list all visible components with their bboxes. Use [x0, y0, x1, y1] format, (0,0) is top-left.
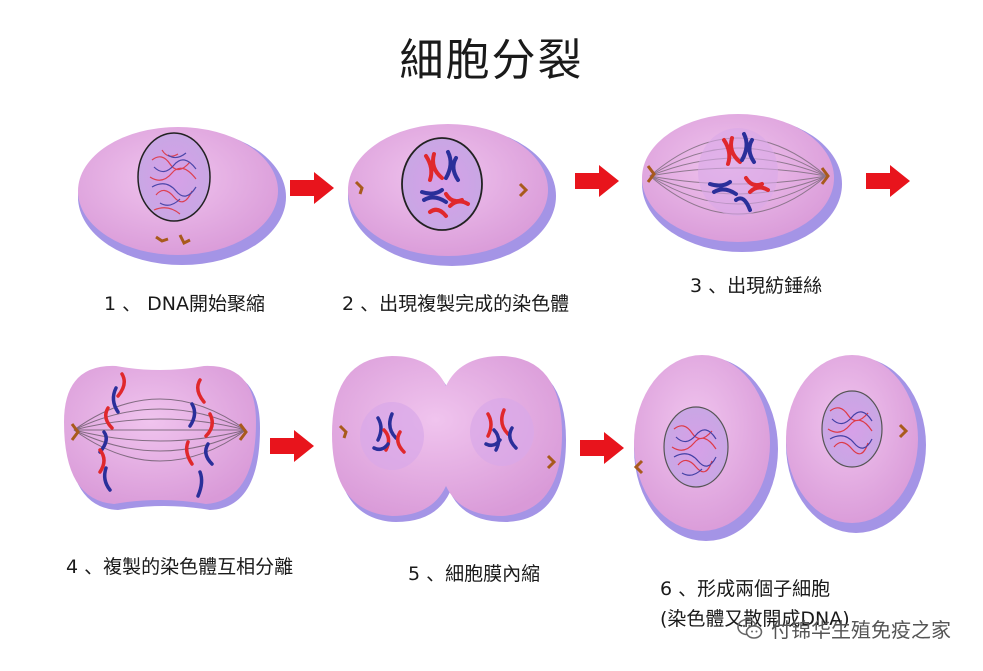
centriole-pair	[155, 234, 191, 246]
arrow-2-3	[575, 165, 619, 197]
arrow-1-2	[290, 172, 334, 204]
watermark-text: 付锦华生殖免疫之家	[771, 618, 951, 642]
centrioles	[338, 424, 557, 470]
chromatin-left	[671, 425, 717, 476]
chromatin-mesh	[149, 149, 197, 215]
chromosomes	[420, 150, 470, 218]
step-4-label: 4 、複製的染色體互相分離	[66, 556, 294, 578]
stage-2-diagram	[348, 124, 556, 266]
chromosomes-right	[484, 408, 518, 452]
stage-1-diagram	[78, 127, 286, 265]
step-6-label: 6 、形成兩個子細胞	[660, 578, 831, 600]
step-1-label: 1 、 DNA開始聚縮	[104, 293, 266, 315]
centrioles	[646, 165, 830, 185]
centrioles	[70, 423, 248, 441]
arrow-3-4	[866, 165, 910, 197]
step-2-label: 2 、出現複製完成的染色體	[342, 293, 570, 315]
watermark: 付锦华生殖免疫之家	[737, 614, 951, 643]
centrioles	[633, 423, 909, 475]
chromosomes-left	[372, 412, 406, 454]
page-title: 細胞分裂	[399, 35, 584, 86]
chromosomes	[708, 132, 770, 212]
stage-5-diagram	[332, 356, 566, 522]
arrow-4-5	[270, 430, 314, 462]
step-6-sublabel: (染色體又散開成DNA)	[660, 608, 850, 630]
stage-4-diagram	[64, 365, 260, 510]
step-3-label: 3 、出現紡錘絲	[690, 275, 823, 297]
wechat-icon	[737, 618, 763, 639]
arrow-5-6	[580, 432, 624, 464]
step-5-label: 5 、細胞膜內縮	[408, 563, 541, 585]
stage-3-diagram	[642, 114, 842, 252]
spindle-fibers	[73, 398, 247, 462]
centrioles	[354, 180, 529, 198]
chromatin-right	[827, 407, 873, 455]
stage-6-diagram	[633, 355, 926, 541]
separating-chromatids	[98, 372, 214, 498]
